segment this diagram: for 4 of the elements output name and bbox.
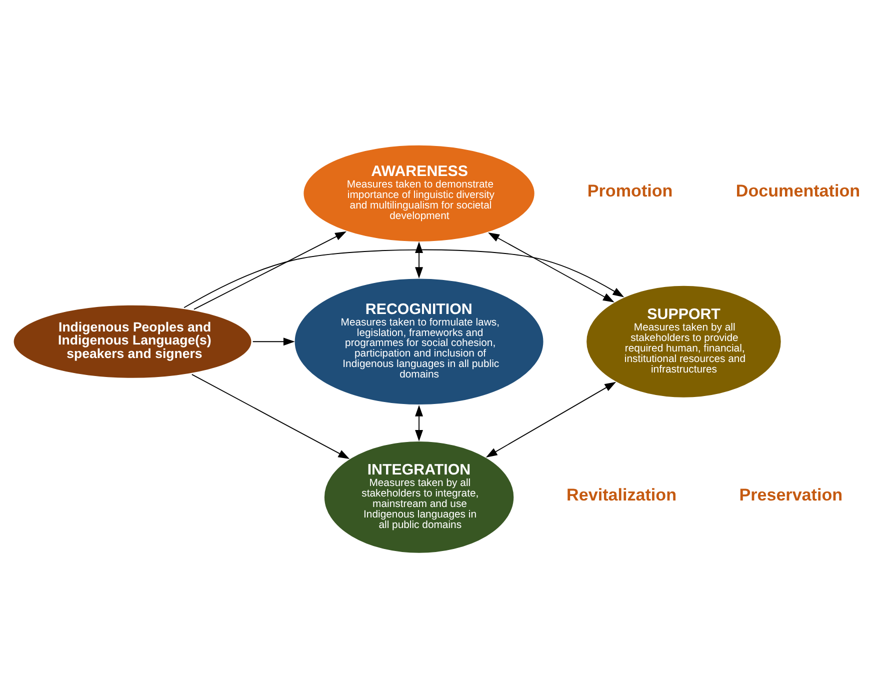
label: Documentation	[736, 182, 860, 201]
label: Promotion	[587, 182, 673, 201]
label: Preservation	[739, 485, 843, 504]
label: Revitalization	[566, 485, 677, 504]
